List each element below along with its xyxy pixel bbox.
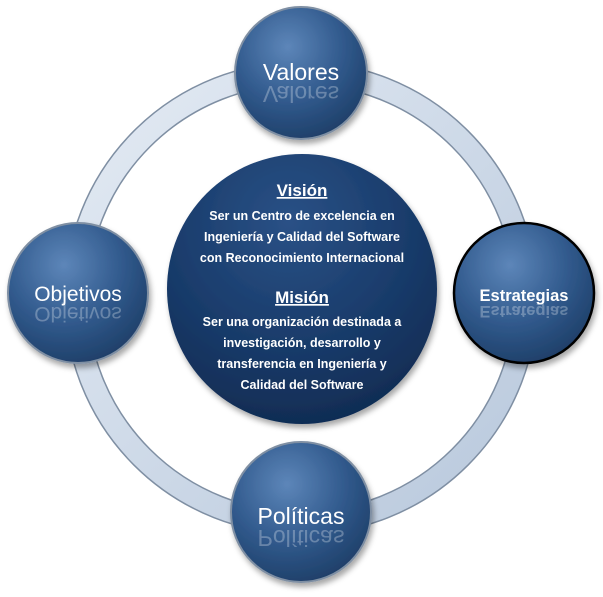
vision-line-3: con Reconocimiento Internacional — [200, 251, 404, 265]
vision-heading: Visión — [277, 181, 328, 200]
node-estrategias-label: Estrategias — [480, 287, 569, 305]
mision-line-2: investigación, desarrollo y — [223, 336, 381, 350]
node-valores-label: Valores — [263, 59, 339, 85]
node-politicas-reflection: Políticas — [258, 525, 345, 551]
node-objetivos-label: Objetivos — [34, 283, 122, 306]
node-estrategias[interactable]: Estrategias Estrategias — [452, 221, 596, 365]
node-objetivos-reflection: Objetivos — [34, 302, 122, 325]
vision-line-1: Ser un Centro de excelencia en — [209, 209, 395, 223]
mision-heading: Misión — [275, 288, 329, 307]
node-politicas[interactable]: Políticas Políticas — [230, 441, 372, 583]
mision-line-1: Ser una organización destinada a — [203, 315, 403, 329]
node-valores-reflection: Valores — [263, 81, 339, 107]
node-politicas-label: Políticas — [258, 503, 345, 529]
node-estrategias-reflection: Estrategias — [480, 302, 569, 320]
center-circle: Visión Ser un Centro de excelencia en In… — [167, 154, 437, 424]
mision-line-4: Calidad del Software — [241, 378, 364, 392]
node-objetivos[interactable]: Objetivos Objetivos — [7, 222, 149, 364]
mision-line-3: transferencia en Ingeniería y — [217, 357, 387, 371]
node-valores[interactable]: Valores Valores — [234, 6, 368, 140]
vision-line-2: Ingeniería y Calidad del Software — [204, 230, 400, 244]
